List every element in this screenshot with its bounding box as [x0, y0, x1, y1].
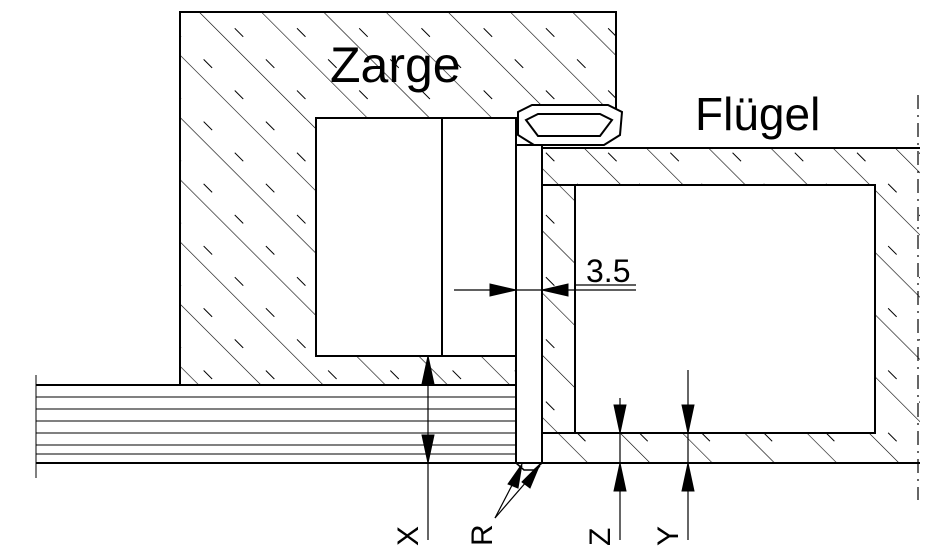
- frame-label: Zarge: [330, 37, 461, 93]
- gap-dimension: [454, 283, 636, 297]
- dim-r-label: R: [466, 524, 499, 546]
- sash-section: [541, 147, 920, 463]
- dimension-y: [681, 370, 695, 540]
- dimension-z: [613, 398, 627, 540]
- dim-z-label: Z: [584, 528, 617, 546]
- dim-x-label: X: [392, 526, 425, 546]
- dimension-x: [421, 355, 435, 540]
- gap-value-label: 3.5: [586, 253, 630, 289]
- hinge-leaf: [515, 144, 543, 471]
- dim-y-label: Y: [652, 526, 685, 546]
- floor-layers: [35, 375, 920, 478]
- seal-profile: [517, 104, 624, 146]
- dimension-r: [494, 463, 541, 519]
- sash-label: Flügel: [695, 88, 820, 140]
- hinge-pocket: [315, 117, 517, 357]
- sash-hinge-pocket: [574, 184, 876, 434]
- frame-outline: [179, 11, 617, 385]
